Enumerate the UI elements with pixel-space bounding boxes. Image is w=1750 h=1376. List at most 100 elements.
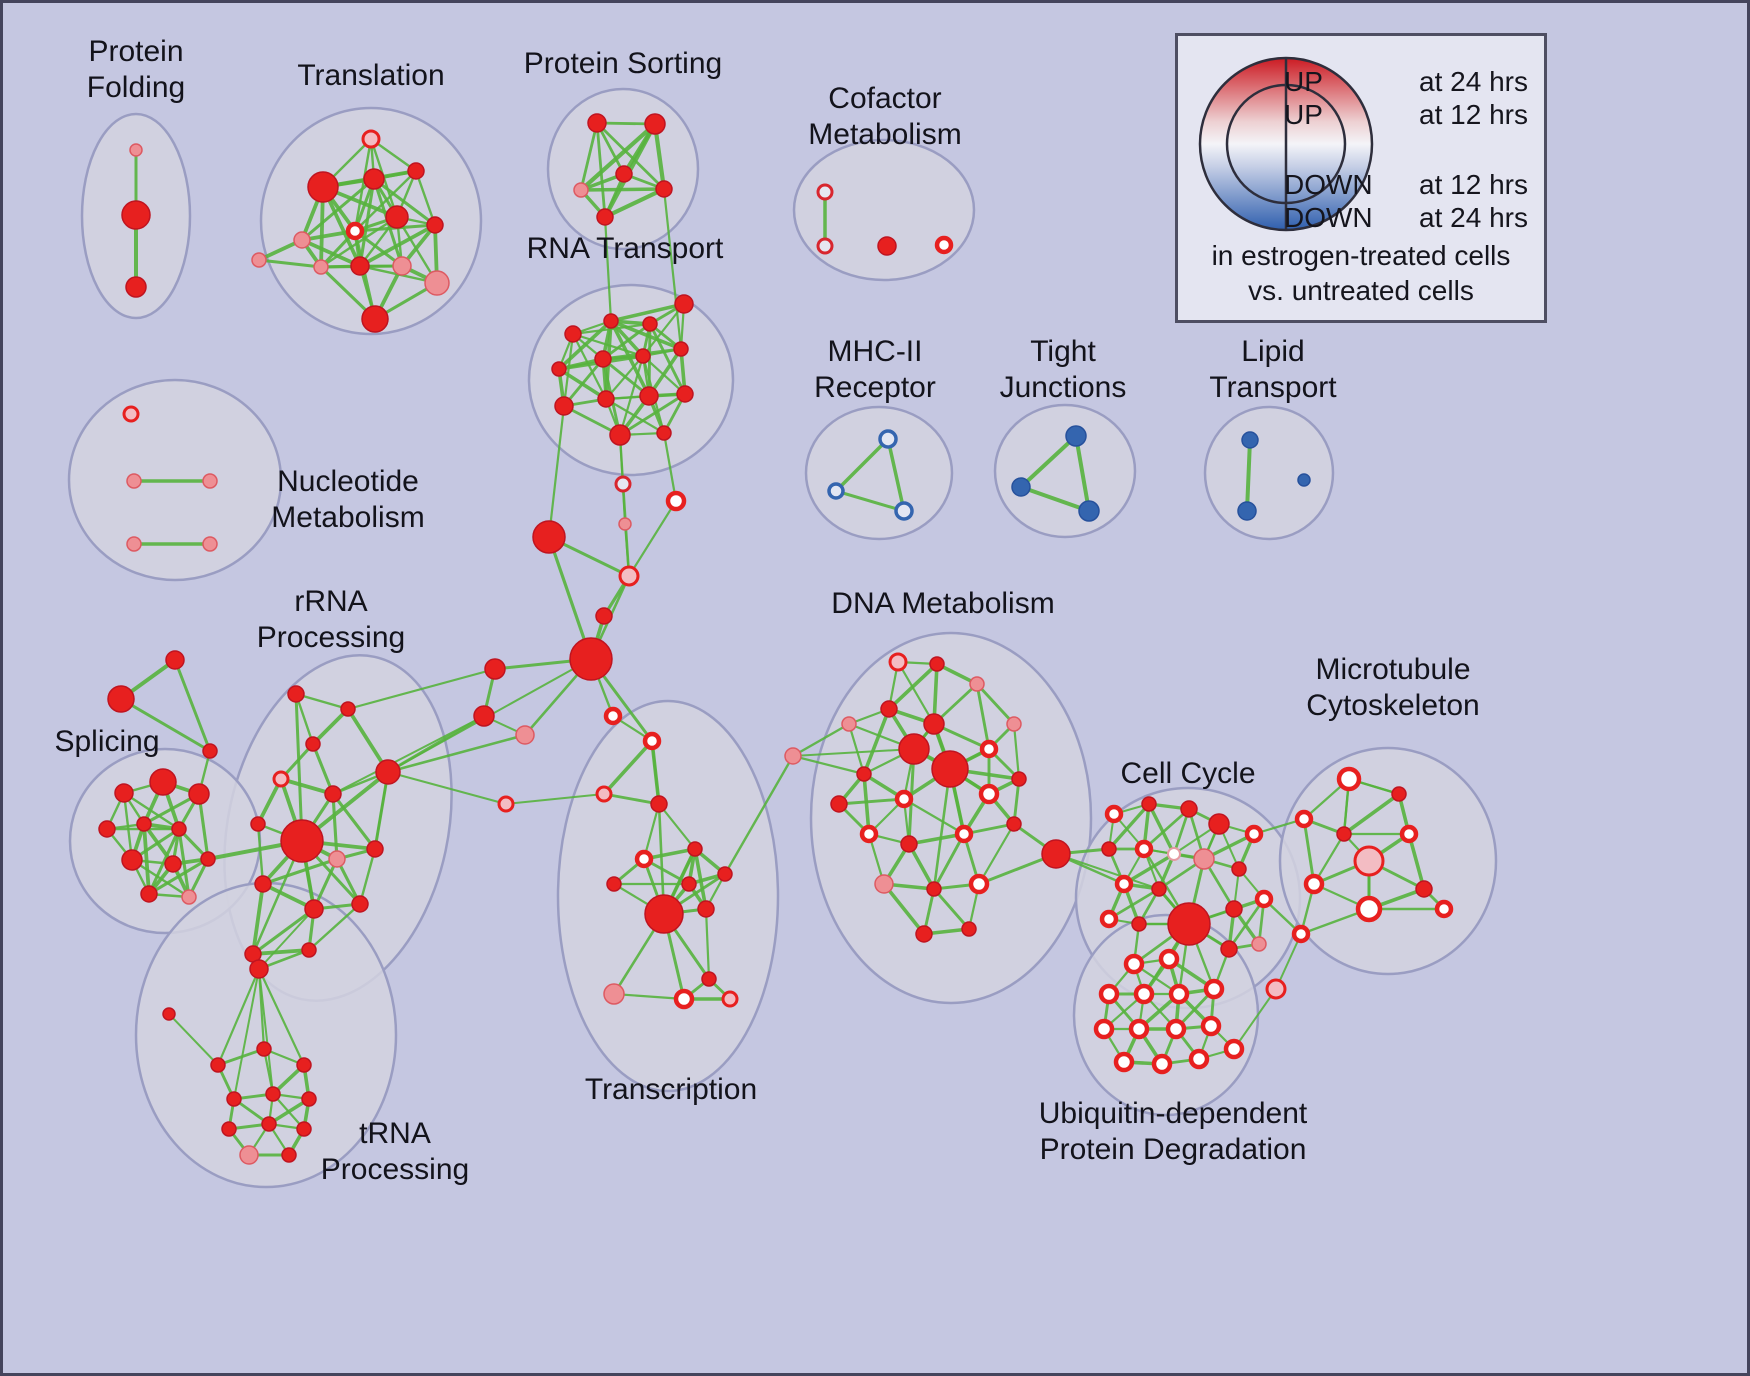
gene-node-pink <box>251 252 267 268</box>
edge <box>627 499 678 578</box>
edge <box>562 332 575 408</box>
gene-node-ring <box>665 490 687 512</box>
edge <box>1074 434 1091 513</box>
gene-node-red <box>1167 902 1211 946</box>
edge <box>557 319 613 371</box>
cluster-label-translation: Translation <box>297 59 444 92</box>
legend-time: at 12 hrs <box>1419 169 1528 200</box>
gene-node-pink <box>784 747 802 765</box>
gene-node-red <box>569 637 613 681</box>
edge <box>197 792 210 861</box>
edge <box>791 722 851 758</box>
gene-node-red <box>261 1116 277 1132</box>
cluster-label-rrna-processing: rRNA <box>294 585 367 618</box>
edge <box>294 692 304 843</box>
edge <box>1245 438 1252 513</box>
edge <box>256 822 265 886</box>
gene-node-red <box>681 876 697 892</box>
edge <box>847 722 866 776</box>
gene-node-red <box>1011 771 1027 787</box>
edge <box>311 707 350 746</box>
gene-node-red <box>656 425 672 441</box>
gene-node-red <box>554 396 574 416</box>
legend-caption: in estrogen-treated cells vs. untreated … <box>1178 238 1544 308</box>
gene-node-red <box>165 650 185 670</box>
gene-node-red <box>915 925 933 943</box>
gene-node-ring <box>1254 889 1274 909</box>
gene-node-pink <box>424 270 450 296</box>
gene-node-ring <box>1165 1018 1187 1040</box>
edge <box>300 238 362 268</box>
gene-node-ring <box>1355 895 1383 923</box>
gene-node-open <box>614 475 632 493</box>
edge <box>358 223 437 268</box>
cluster-mhc-ii-receptor <box>804 405 954 541</box>
edge <box>975 682 991 751</box>
gene-node-red <box>587 113 607 133</box>
gene-node-red <box>281 1147 297 1163</box>
gene-node-red <box>164 855 182 873</box>
gene-node-red <box>1415 880 1433 898</box>
edge <box>1019 434 1078 489</box>
edge <box>386 733 527 774</box>
gene-node-red <box>609 424 631 446</box>
gene-node-ring <box>1134 839 1154 859</box>
gene-node-red <box>210 1057 226 1073</box>
gene-node-red <box>162 1007 176 1021</box>
gene-node-red <box>171 821 187 837</box>
gene-node-pink <box>126 473 142 489</box>
gene-node-ring <box>1123 953 1145 975</box>
edge <box>294 692 350 711</box>
gene-node-pink-ring <box>618 565 640 587</box>
edge <box>307 902 362 952</box>
gene-node-red <box>304 899 324 919</box>
gene-node-ring <box>603 706 623 726</box>
gene-node-ring <box>1114 874 1134 894</box>
gene-node-red <box>125 276 147 298</box>
gene-node-ring <box>1113 1051 1135 1073</box>
legend-row-down-24hrs: DOWN at 24 hrs <box>1284 202 1528 234</box>
gene-node-blue <box>1065 425 1087 447</box>
edge <box>604 354 645 401</box>
legend-time: at 12 hrs <box>1419 99 1528 130</box>
cluster-lipid-transport <box>1203 405 1335 541</box>
cluster-label-rrna-processing: Processing <box>257 621 405 654</box>
gene-node-ring <box>1104 804 1124 824</box>
gene-node-red <box>923 713 945 735</box>
nodes-layer <box>98 113 1454 1165</box>
cluster-label-trna-processing: Processing <box>321 1153 469 1186</box>
legend-row-up-24hrs: UP at 24 hrs <box>1284 66 1528 98</box>
gene-node-ring <box>642 731 662 751</box>
gene-node-pink-ring <box>888 652 908 672</box>
legend-time: at 24 hrs <box>1419 202 1528 233</box>
gene-node-red <box>301 942 317 958</box>
gene-node-red <box>1208 813 1230 835</box>
edge <box>216 1047 266 1067</box>
edge <box>579 121 599 192</box>
gene-node-red <box>280 819 324 863</box>
legend-direction: UP <box>1284 66 1323 97</box>
gene-node-open <box>816 237 834 255</box>
gene-node-pink <box>969 676 985 692</box>
edge <box>1019 485 1091 513</box>
gene-node-red <box>596 208 614 226</box>
edge <box>261 857 339 886</box>
gene-node-ring <box>1151 1053 1173 1075</box>
edge <box>578 121 658 193</box>
cluster-tight-junctions <box>993 403 1137 539</box>
edge <box>579 187 666 192</box>
gene-node-pink-ring <box>272 770 290 788</box>
gene-node-red <box>642 316 658 332</box>
edge <box>1302 817 1316 886</box>
gene-node-ring <box>1203 978 1225 1000</box>
gene-node-pink <box>1193 848 1215 870</box>
edge <box>601 322 652 361</box>
gene-node-red <box>114 783 134 803</box>
edge <box>251 882 265 956</box>
gene-node-red <box>532 520 566 554</box>
gene-node-blue <box>1241 431 1259 449</box>
edge <box>1012 722 1021 781</box>
gene-node-blue <box>1237 501 1257 521</box>
gene-node-ring <box>1291 924 1311 944</box>
edge <box>142 822 151 896</box>
